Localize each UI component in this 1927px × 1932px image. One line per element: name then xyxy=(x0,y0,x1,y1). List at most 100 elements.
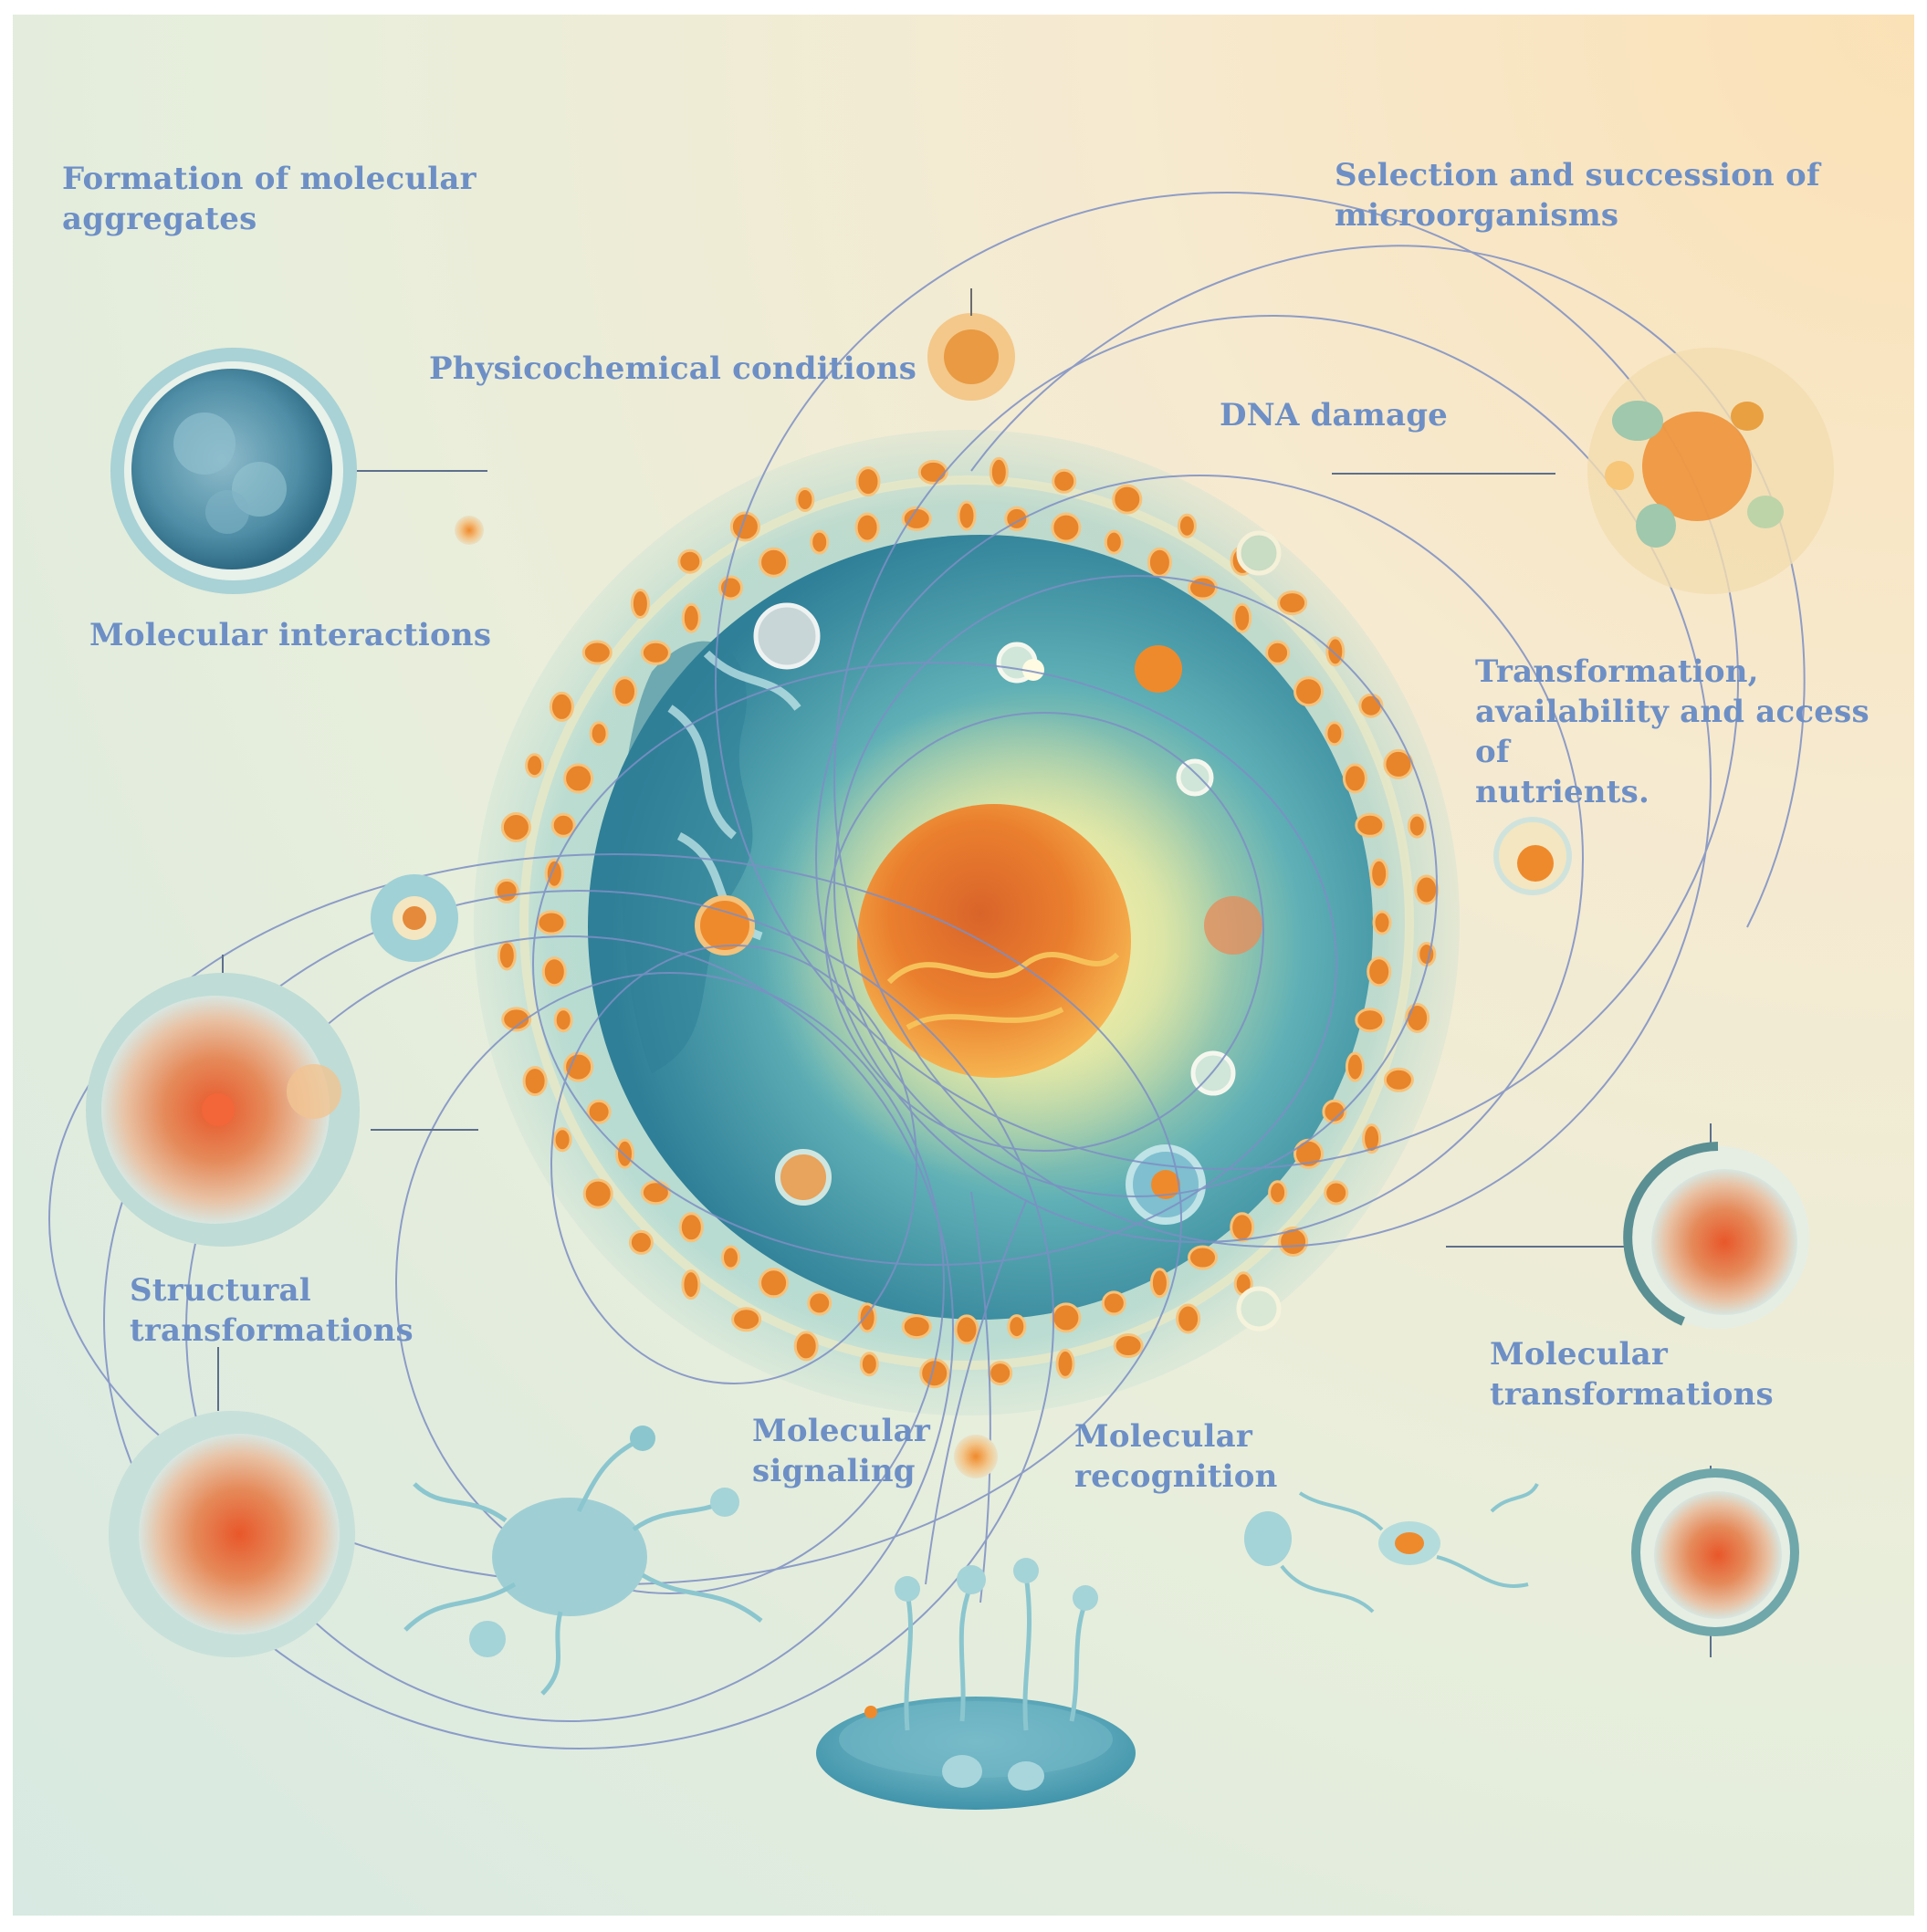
molecular-transformation-sphere xyxy=(1623,1142,1809,1329)
granule xyxy=(615,1138,634,1169)
granule xyxy=(536,910,567,935)
granule xyxy=(563,763,594,794)
granule xyxy=(919,1358,950,1389)
granule xyxy=(901,1314,932,1340)
label-transformation-of-nutrients: Transformation, availability and access … xyxy=(1475,653,1869,810)
granule xyxy=(854,512,880,543)
granule xyxy=(1355,812,1386,838)
granule xyxy=(1277,590,1308,616)
granule xyxy=(613,676,637,707)
granule xyxy=(1149,1268,1169,1299)
granule xyxy=(1324,1180,1349,1206)
granule xyxy=(1176,1303,1201,1334)
granule xyxy=(550,812,576,838)
granule xyxy=(1101,1290,1126,1316)
granule xyxy=(795,487,815,512)
granule xyxy=(497,940,517,971)
structural-transformation-sphere xyxy=(86,973,360,1247)
granule xyxy=(759,547,790,578)
granule xyxy=(1293,676,1324,707)
granule xyxy=(721,1245,740,1270)
granule xyxy=(1052,468,1077,494)
label-molecular-signaling: Molecular signaling xyxy=(752,1413,930,1489)
granule xyxy=(681,1269,701,1300)
central-cell xyxy=(474,430,1460,1415)
top-vesicle xyxy=(927,288,1015,401)
granule xyxy=(1325,636,1346,667)
granule xyxy=(1007,1314,1027,1340)
label-molecular-transformations: Molecular transformations xyxy=(1490,1336,1774,1413)
granule xyxy=(1113,1333,1144,1358)
microorganism-colony xyxy=(1587,348,1834,594)
granule xyxy=(793,1331,819,1362)
granule xyxy=(581,640,613,665)
label-physicochemical-conditions: Physicochemical conditions xyxy=(429,350,917,387)
lower-right-sphere xyxy=(1631,1468,1799,1636)
granule xyxy=(989,456,1009,487)
granule xyxy=(1268,1180,1288,1206)
granule xyxy=(729,511,760,542)
granule xyxy=(731,1307,762,1332)
granule xyxy=(1188,575,1218,600)
granule xyxy=(553,1008,573,1033)
granule xyxy=(1051,1302,1082,1333)
granule xyxy=(544,858,564,889)
granule xyxy=(1325,721,1345,747)
granule xyxy=(525,753,545,778)
label-structural-transformations: Structural transformations xyxy=(130,1272,414,1349)
granule xyxy=(954,1314,979,1345)
cell-illustration xyxy=(48,192,1834,1810)
molecular-aggregate-sphere xyxy=(110,348,357,594)
granule xyxy=(640,640,671,665)
granule xyxy=(1414,874,1440,905)
granule xyxy=(1278,1227,1309,1257)
diagram-canvas: Formation of molecular aggregates Select… xyxy=(13,15,1914,1916)
granule xyxy=(1232,602,1252,633)
granule xyxy=(1362,1123,1382,1154)
granule xyxy=(500,812,531,842)
granule xyxy=(759,1268,790,1299)
granule xyxy=(628,1229,654,1255)
granule xyxy=(807,1290,833,1316)
granule xyxy=(988,1361,1013,1386)
granule xyxy=(522,1066,548,1097)
granule xyxy=(589,721,609,747)
recognition-organisms xyxy=(1244,1482,1539,1613)
small-orange-particle xyxy=(455,516,484,545)
granule xyxy=(1342,763,1367,794)
granule xyxy=(640,1180,671,1206)
granule xyxy=(1265,640,1291,665)
signaling-organism xyxy=(403,1426,763,1696)
signaling-particle xyxy=(954,1435,998,1478)
label-molecular-recognition: Molecular recognition xyxy=(1074,1418,1278,1495)
label-selection-and-succession: Selection and succession of microorganis… xyxy=(1335,157,1820,234)
granule xyxy=(857,1302,877,1333)
granule xyxy=(494,878,519,903)
granule xyxy=(1407,813,1427,839)
granule xyxy=(1112,484,1143,515)
granule xyxy=(1355,1008,1386,1033)
left-vesicle xyxy=(371,874,458,962)
granule xyxy=(501,1007,532,1032)
label-dna-damage: DNA damage xyxy=(1220,397,1448,433)
orbit-lines xyxy=(48,192,1806,1749)
membrane-granules xyxy=(494,456,1440,1389)
granule xyxy=(1367,956,1392,987)
granule xyxy=(1358,693,1384,718)
granule xyxy=(1405,1003,1430,1033)
granule xyxy=(582,1178,613,1209)
granule xyxy=(810,529,830,555)
granule xyxy=(1147,547,1172,578)
granule xyxy=(1055,1348,1075,1379)
granule xyxy=(855,466,881,497)
granule xyxy=(901,506,932,531)
granule xyxy=(1322,1099,1347,1124)
granule xyxy=(563,1051,594,1082)
granule xyxy=(1372,910,1392,935)
granule xyxy=(681,602,701,633)
granule xyxy=(859,1352,879,1377)
granule xyxy=(586,1099,612,1124)
granule xyxy=(1369,858,1389,889)
granule xyxy=(1230,1212,1255,1243)
granule xyxy=(1383,1067,1414,1092)
